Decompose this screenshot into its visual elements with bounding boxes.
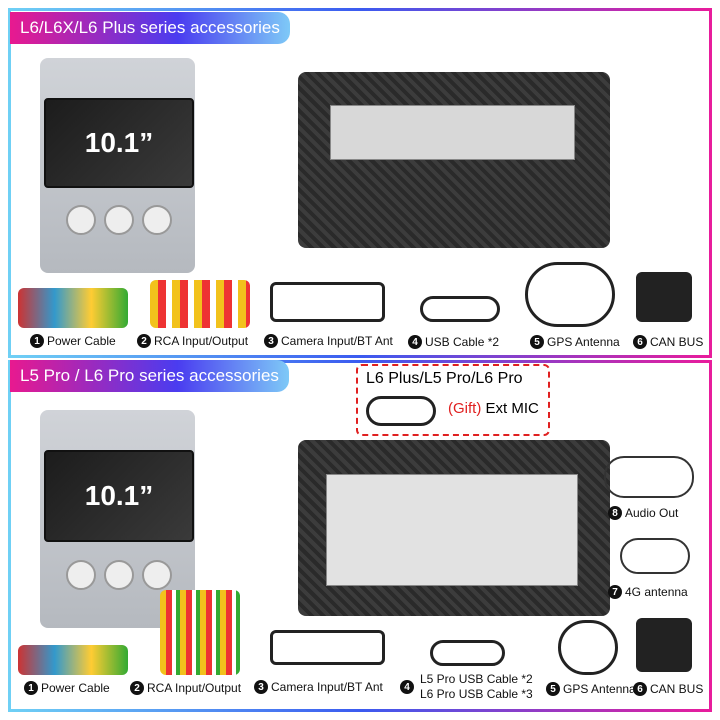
unit-back-image — [298, 72, 610, 248]
screen-size-label-2: 10.1” — [44, 450, 194, 542]
rca-cable-image — [150, 280, 250, 328]
usb-cable-image — [420, 296, 500, 322]
camera-cable-image-2 — [270, 630, 385, 665]
section-pro-title: L5 Pro / L6 Pro series accessories — [10, 360, 289, 392]
audio-out-image — [604, 456, 694, 498]
screen-size-label: 10.1” — [44, 98, 194, 188]
usb-cable-image-2 — [430, 640, 505, 666]
camera-cable-image — [270, 282, 385, 322]
gift-models: L6 Plus/L5 Pro/L6 Pro — [366, 370, 523, 387]
power-cable-image-2 — [18, 645, 128, 675]
gps-antenna-image-2 — [558, 620, 618, 675]
mic-image — [366, 396, 436, 426]
rca-cable-image-2 — [160, 590, 240, 675]
gps-antenna-image — [525, 262, 615, 327]
power-cable-image — [18, 288, 128, 328]
section-l6-title: L6/L6X/L6 Plus series accessories — [10, 12, 290, 44]
canbus-image-2 — [636, 618, 692, 672]
4g-antenna-image — [620, 538, 690, 574]
gift-mic-box: L6 Plus/L5 Pro/L6 Pro (Gift) Ext MIC — [356, 364, 550, 436]
gift-item: Ext MIC — [485, 400, 539, 417]
canbus-image — [636, 272, 692, 322]
gift-label: (Gift) — [448, 400, 482, 417]
